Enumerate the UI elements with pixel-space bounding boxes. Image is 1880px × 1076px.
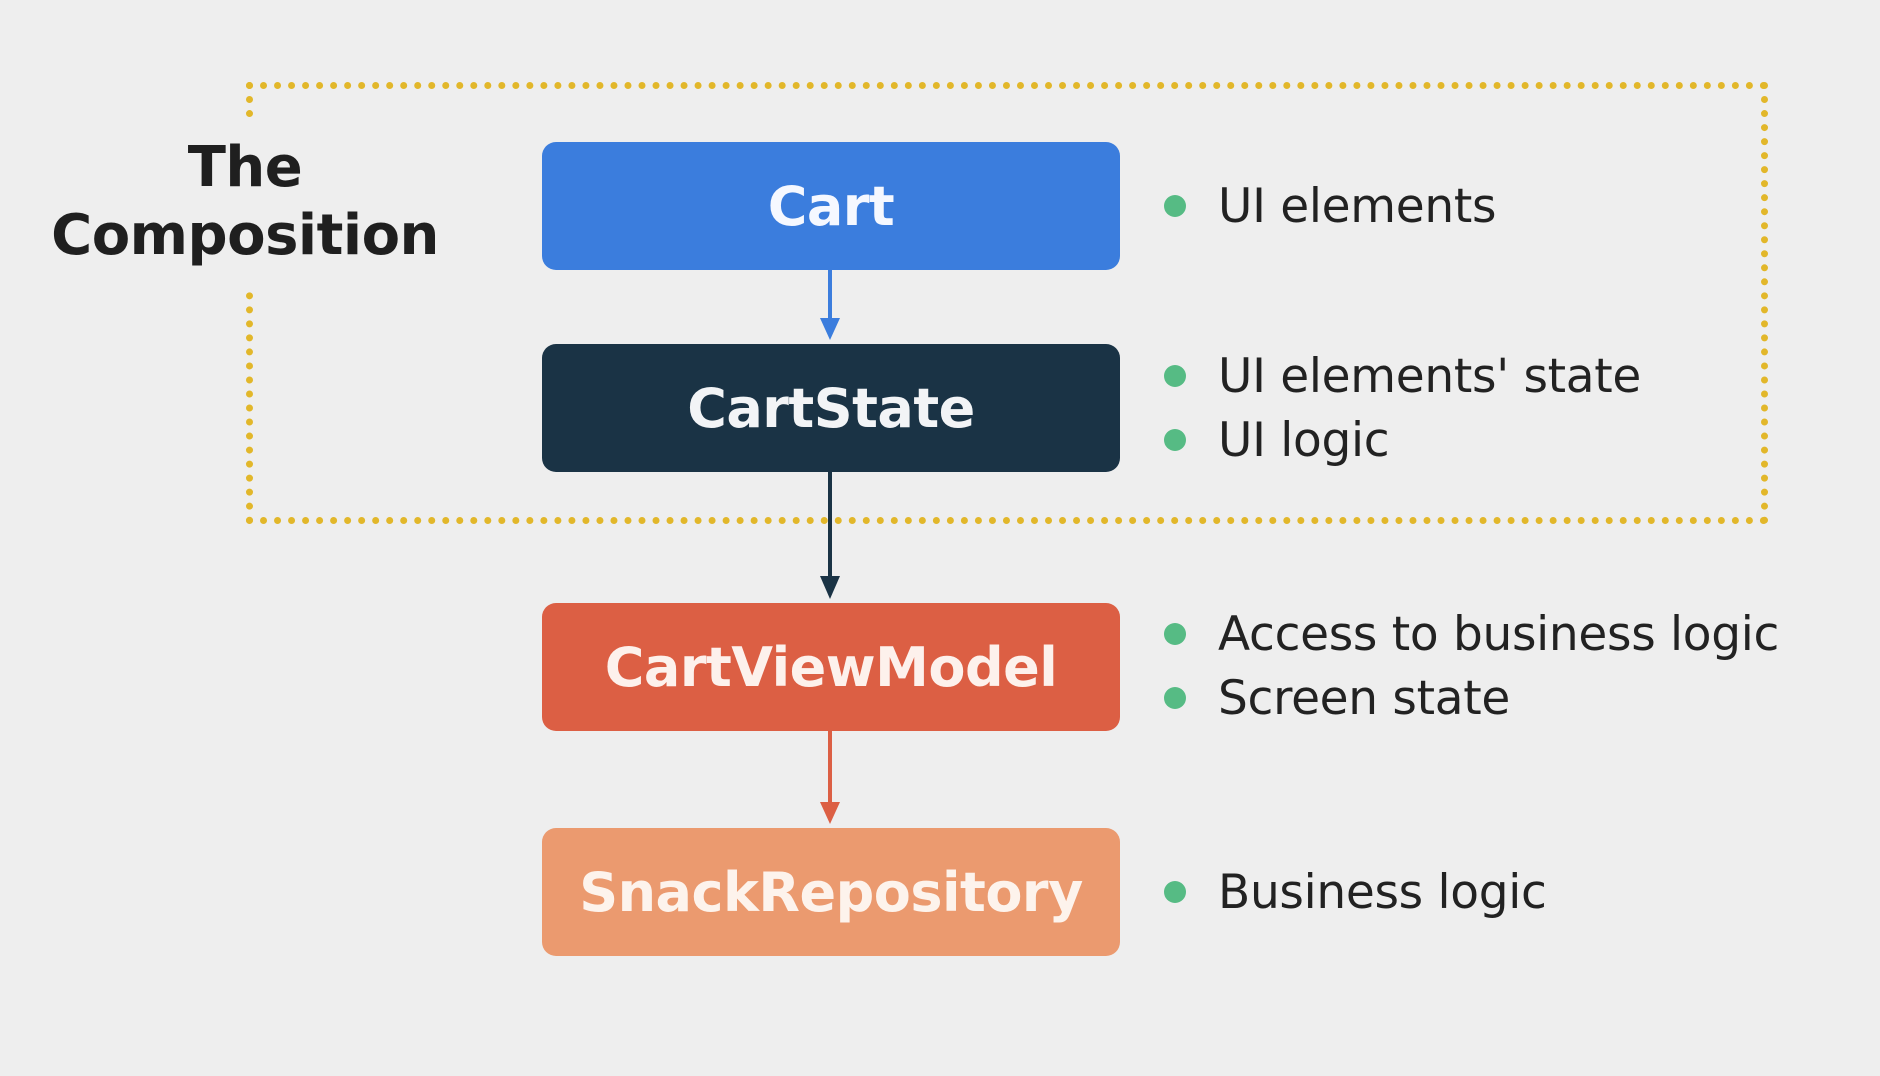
list-item: Business logic (1160, 860, 1547, 924)
bullet-dot-icon (1164, 623, 1186, 645)
bullet-text: UI elements' state (1218, 348, 1642, 404)
section-title-line-2: Composition (51, 203, 439, 268)
bullet-dot-icon (1164, 195, 1186, 217)
node-cartviewmodel-label: CartViewModel (604, 635, 1058, 699)
bullet-dot-icon (1164, 881, 1186, 903)
bullet-dot-icon (1164, 365, 1186, 387)
bullet-text: Access to business logic (1218, 606, 1780, 662)
section-title-line-1: The (187, 135, 303, 200)
node-snackrepository-label: SnackRepository (579, 860, 1083, 924)
composition-boundary (246, 82, 1768, 524)
list-item: UI logic (1160, 408, 1641, 472)
node-cartstate-label: CartState (687, 376, 975, 440)
section-title: The Composition (40, 134, 450, 270)
node-cartstate: CartState (542, 344, 1120, 472)
cartstate-responsibilities: UI elements' state UI logic (1160, 344, 1641, 472)
list-item: UI elements' state (1160, 344, 1641, 408)
bullet-dot-icon (1164, 687, 1186, 709)
node-cartviewmodel: CartViewModel (542, 603, 1120, 731)
bullet-text: Screen state (1218, 670, 1510, 726)
list-item: UI elements (1160, 174, 1497, 238)
bullet-text: UI logic (1218, 412, 1390, 468)
cart-responsibilities: UI elements (1160, 174, 1497, 238)
node-cart: Cart (542, 142, 1120, 270)
node-cart-label: Cart (767, 174, 895, 238)
list-item: Screen state (1160, 666, 1779, 730)
bullet-text: UI elements (1218, 178, 1497, 234)
boundary-gap (236, 120, 266, 290)
snackrepository-responsibilities: Business logic (1160, 860, 1547, 924)
list-item: Access to business logic (1160, 602, 1779, 666)
cartviewmodel-responsibilities: Access to business logic Screen state (1160, 602, 1779, 730)
node-snackrepository: SnackRepository (542, 828, 1120, 956)
bullet-dot-icon (1164, 429, 1186, 451)
arrow-viewmodel-to-repository (820, 731, 840, 824)
bullet-text: Business logic (1218, 864, 1547, 920)
